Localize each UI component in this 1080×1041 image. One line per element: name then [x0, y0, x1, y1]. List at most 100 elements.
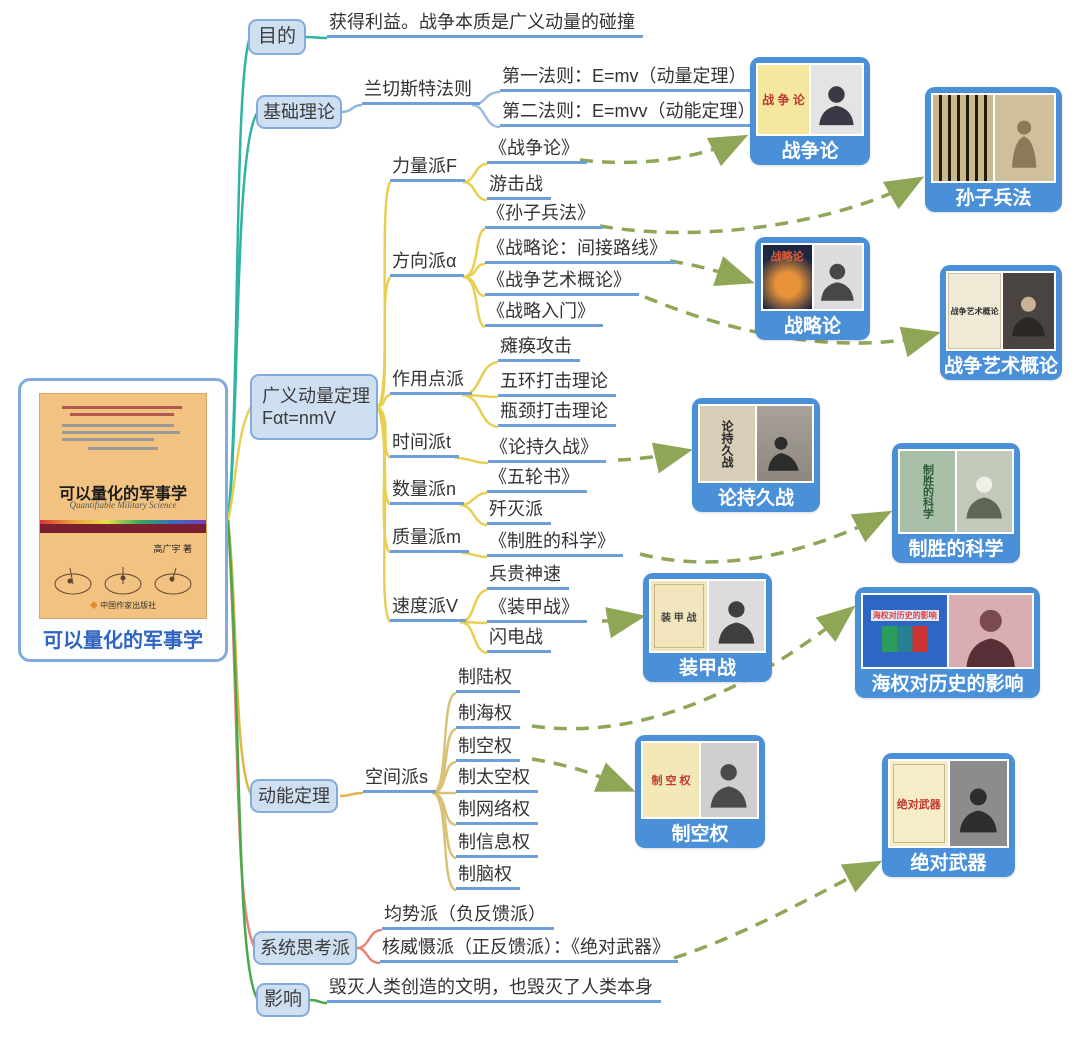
- book-cover-image: 战略论: [763, 245, 812, 309]
- book-node-protracted-war[interactable]: 论持久战 论持久战: [692, 398, 820, 512]
- leaf-armored-warfare[interactable]: 《装甲战》: [487, 596, 587, 623]
- book-cover-image: 制 空 权: [643, 743, 699, 817]
- leaf-sun-tzu[interactable]: 《孙子兵法》: [485, 202, 603, 229]
- leaf-strategy-indirect[interactable]: 《战略论：间接路线》: [485, 237, 675, 264]
- branch-momentum-theorem[interactable]: 广义动量定理 Fαt=nmV: [250, 374, 378, 440]
- leaf-space-power[interactable]: 制太空权: [456, 766, 538, 793]
- book-caption: 海权对历史的影响: [871, 674, 1024, 695]
- book-node-absolute-weapon[interactable]: 绝对武器 绝对武器: [882, 753, 1015, 877]
- book-images: 海权对历史的影响: [861, 593, 1034, 669]
- leaf-land-power[interactable]: 制陆权: [456, 666, 520, 693]
- leaf-speed-crucial[interactable]: 兵贵神速: [487, 563, 569, 590]
- trunk-lines: [226, 36, 260, 1001]
- book-images: 制 空 权: [641, 741, 759, 819]
- person-silhouette-icon: [966, 476, 1003, 519]
- book-images: 绝对武器: [888, 759, 1009, 848]
- book-images: 装 甲 战: [649, 579, 766, 653]
- leaf-art-of-war[interactable]: 《战争艺术概论》: [485, 269, 639, 296]
- leaf-five-rings-book[interactable]: 《五轮书》: [487, 466, 587, 493]
- leaf-school-mass[interactable]: 质量派m: [390, 526, 469, 553]
- person-silhouette-icon: [821, 263, 855, 301]
- branch-systems-thinking[interactable]: 系统思考派: [253, 931, 357, 965]
- leaf-blitzkrieg[interactable]: 闪电战: [487, 626, 551, 653]
- leaf-school-point[interactable]: 作用点派: [390, 368, 472, 395]
- book-node-on-war[interactable]: 战 争 论 战争论: [750, 57, 870, 165]
- leaf-air-power[interactable]: 制空权: [456, 735, 520, 762]
- leaf-second-law[interactable]: 第二法则：E=mvv（动能定理）: [500, 100, 764, 127]
- book-caption: 战略论: [783, 316, 841, 337]
- leaf-sea-power[interactable]: 制海权: [456, 702, 520, 729]
- branch-lines: [305, 35, 501, 1005]
- book-node-command-of-the-air[interactable]: 制 空 权 制空权: [635, 735, 765, 848]
- book-caption: 制胜的科学: [908, 539, 1004, 560]
- person-silhouette-icon: [965, 609, 1015, 667]
- root-node[interactable]: 可以量化的军事学 Quantifiable Military Science 高…: [18, 378, 228, 662]
- person-silhouette-icon: [1012, 296, 1045, 337]
- leaf-school-force[interactable]: 力量派F: [390, 155, 465, 182]
- leaf-purpose-note[interactable]: 获得利益。战争本质是广义动量的碰撞: [327, 11, 643, 38]
- cover-sketches-icon: [54, 567, 192, 595]
- portrait-image: [811, 65, 862, 134]
- person-silhouette-icon: [1012, 120, 1037, 168]
- book-node-science-of-victory[interactable]: 制胜的科学 制胜的科学: [892, 443, 1020, 563]
- cover-dark-band: [40, 524, 206, 533]
- leaf-annihilation[interactable]: 歼灭派: [487, 498, 551, 525]
- book-images: 战 争 论: [756, 63, 864, 136]
- leaf-school-quantity[interactable]: 数量派n: [390, 478, 465, 505]
- book-caption: 制空权: [671, 824, 729, 845]
- root-book-cover: 可以量化的军事学 Quantifiable Military Science 高…: [40, 394, 206, 618]
- branch-purpose[interactable]: 目的: [248, 19, 306, 55]
- book-images: 战略论: [761, 243, 864, 311]
- leaf-protracted-war[interactable]: 《论持久战》: [488, 436, 606, 463]
- book-node-strategy[interactable]: 战略论 战略论: [755, 237, 870, 340]
- momentum-formula: Fαt=nmV: [262, 408, 336, 428]
- leaf-lanchester-law[interactable]: 兰切斯特法则: [362, 78, 480, 105]
- book-node-sea-power-history[interactable]: 海权对历史的影响 海权对历史的影响: [855, 587, 1040, 698]
- leaf-five-rings-theory[interactable]: 五环打击理论: [498, 370, 616, 397]
- book-caption: 孙子兵法: [955, 188, 1032, 209]
- book-node-art-of-war-summary[interactable]: 战争艺术概论 战争艺术概论: [940, 265, 1062, 380]
- leaf-science-victory[interactable]: 《制胜的科学》: [487, 530, 623, 557]
- book-cover-image: 装 甲 战: [651, 581, 707, 651]
- leaf-brain-power[interactable]: 制脑权: [456, 863, 520, 890]
- leaf-first-law[interactable]: 第一法则：E=mv（动量定理）: [500, 65, 755, 92]
- leaf-guerrilla-war[interactable]: 游击战: [487, 173, 551, 200]
- leaf-network-power[interactable]: 制网络权: [456, 798, 538, 825]
- cover-art: [881, 626, 928, 652]
- book-caption: 战争论: [781, 141, 839, 162]
- cover-subtitle: Quantifiable Military Science: [69, 500, 177, 510]
- portrait-image: [957, 451, 1012, 532]
- book-cover-image: 海权对历史的影响: [863, 595, 947, 667]
- leaf-paralysis-attack[interactable]: 瘫痪攻击: [498, 335, 580, 362]
- leaf-school-time[interactable]: 时间派t: [390, 431, 460, 458]
- book-caption: 论持久战: [717, 488, 794, 509]
- leaf-strategy-intro[interactable]: 《战略入门》: [485, 300, 603, 327]
- branch-impact[interactable]: 影响: [256, 983, 310, 1017]
- book-caption: 绝对武器: [910, 853, 987, 874]
- cover-publisher: ◆ 中国作家出版社: [89, 601, 157, 610]
- portrait-image: [949, 761, 1007, 846]
- leaf-impact-note[interactable]: 毁灭人类创造的文明，也毁灭了人类本身: [327, 976, 661, 1003]
- leaf-deterrence-school[interactable]: 核威慑派（正反馈派）：《绝对武器》: [380, 936, 678, 963]
- branch-basic-theory[interactable]: 基础理论: [256, 95, 342, 129]
- cover-author: 高广宇 著: [153, 544, 192, 554]
- book-node-armored-warfare[interactable]: 装 甲 战 装甲战: [643, 573, 772, 682]
- leaf-balance-school[interactable]: 均势派（负反馈派）: [382, 903, 554, 930]
- book-cover-image: 战 争 论: [758, 65, 809, 134]
- leaf-info-power[interactable]: 制信息权: [456, 831, 538, 858]
- portrait-image: [757, 406, 812, 481]
- book-images: 论持久战: [698, 404, 814, 483]
- book-node-sun-tzu[interactable]: 孙子兵法: [925, 87, 1062, 212]
- leaf-on-war[interactable]: 《战争论》: [487, 137, 587, 164]
- leaf-bottleneck-theory[interactable]: 瓶颈打击理论: [498, 400, 616, 427]
- bamboo-slips-image: [933, 95, 993, 181]
- leaf-school-direction[interactable]: 方向派α: [390, 250, 465, 277]
- person-silhouette-icon: [710, 764, 748, 808]
- portrait-image: [813, 245, 862, 309]
- book-caption: 战争艺术概论: [944, 356, 1059, 377]
- leaf-school-space[interactable]: 空间派s: [363, 766, 436, 793]
- leaf-school-velocity[interactable]: 速度派V: [390, 595, 467, 622]
- branch-kinetic-energy[interactable]: 动能定理: [250, 779, 338, 813]
- person-silhouette-icon: [718, 600, 755, 644]
